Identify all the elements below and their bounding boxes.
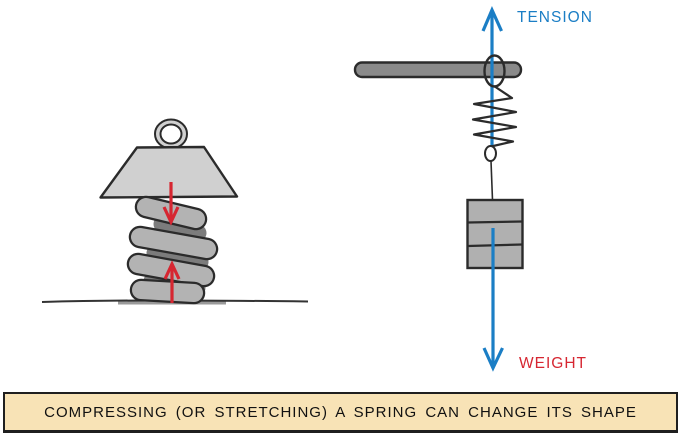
weight-divider — [467, 220, 523, 224]
compressed-spring-figure — [41, 118, 309, 305]
tension-arrow — [481, 6, 503, 150]
weight-divider — [467, 243, 523, 248]
stretched-spring-figure: TENSION WEIGHT — [353, 6, 593, 372]
spring-coil — [131, 228, 216, 258]
spring-zigzag — [471, 85, 518, 148]
spring-forces-diagram: TENSION WEIGHT — [41, 6, 593, 372]
spring-hook — [484, 145, 497, 162]
spring-coil — [132, 281, 203, 302]
caption-text: COMPRESSING (OR STRETCHING) A SPRING CAN… — [44, 403, 637, 421]
weight-label: WEIGHT — [519, 355, 587, 372]
weight-shade — [99, 145, 239, 199]
hanging-weight — [466, 198, 524, 270]
caption-box: COMPRESSING (OR STRETCHING) A SPRING CAN… — [3, 392, 678, 433]
compression-arrow-down — [162, 182, 180, 226]
weight-arrow — [482, 228, 504, 372]
handle-ring-inner — [159, 123, 183, 145]
spring-back-strand — [146, 244, 209, 271]
spring-back-strand — [153, 215, 207, 242]
string — [490, 160, 494, 201]
compression-arrow-up — [163, 260, 181, 303]
support-bar — [353, 61, 523, 79]
tension-label: TENSION — [517, 9, 593, 26]
